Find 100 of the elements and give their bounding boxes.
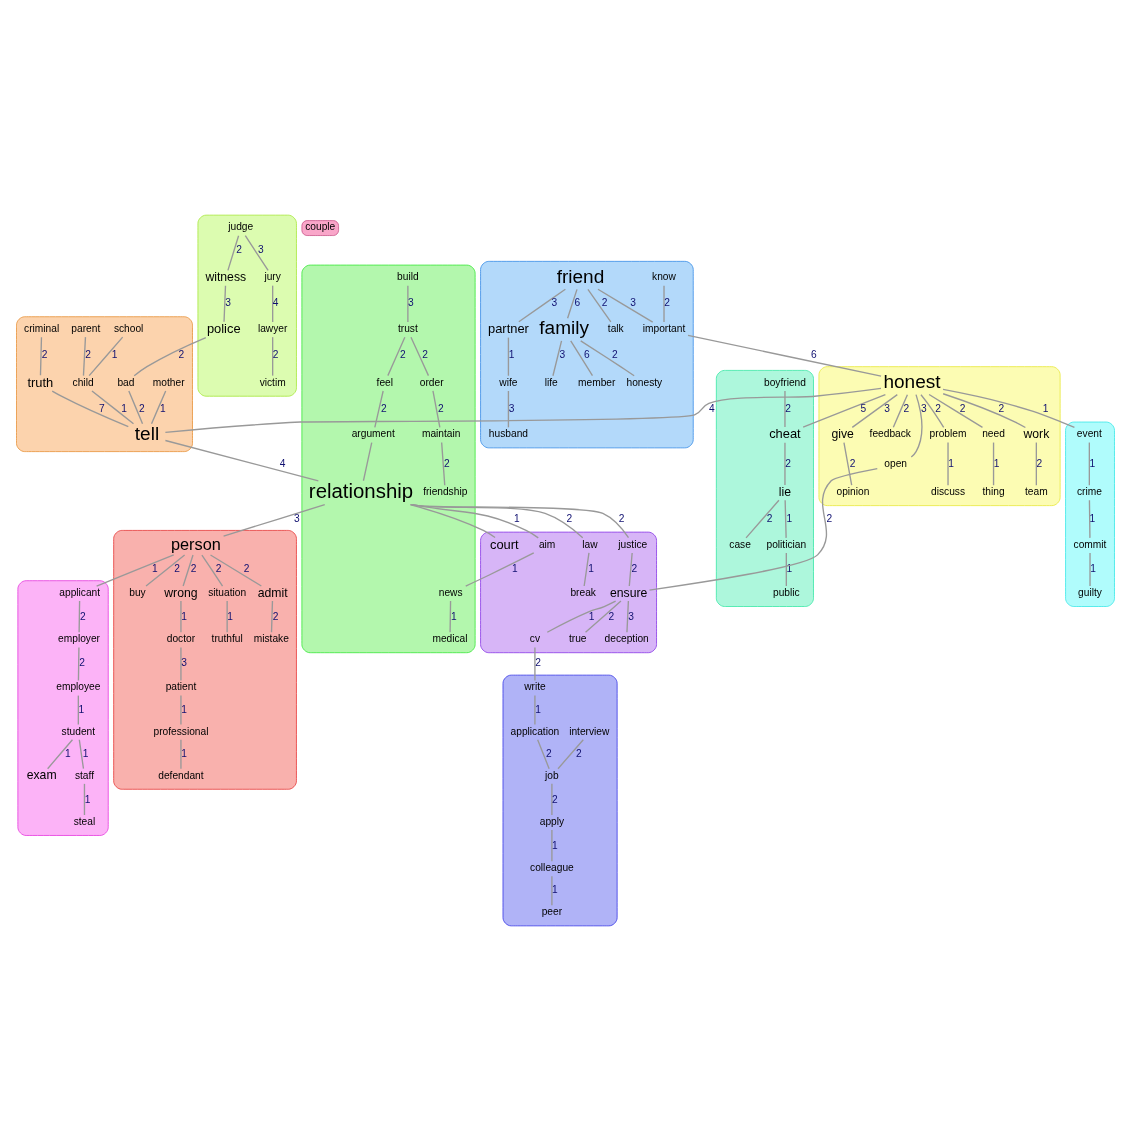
connector — [133, 336, 207, 376]
edge-label: 3 — [884, 402, 891, 414]
edge-label: 2 — [79, 656, 85, 668]
node-text: defendant — [158, 769, 204, 781]
edge-label: 2 — [618, 512, 625, 524]
connector — [180, 599, 182, 633]
node-text: jury — [264, 270, 281, 282]
connector — [843, 441, 853, 486]
connector — [551, 782, 553, 816]
connector — [83, 782, 86, 816]
node-box: couple — [301, 219, 339, 236]
node-text: doctor — [166, 632, 196, 644]
edge-label: 2 — [85, 348, 92, 360]
edge-label: 2 — [174, 562, 181, 574]
connector — [51, 390, 129, 427]
node-text: aim — [538, 538, 556, 550]
connector — [78, 738, 85, 769]
node-text: open — [884, 457, 908, 469]
edge-label: 4 — [272, 296, 279, 308]
cluster — [197, 214, 297, 397]
connector — [1088, 441, 1091, 486]
node-text: situation — [208, 586, 247, 598]
connector — [587, 288, 612, 323]
connector — [992, 441, 995, 486]
node-text: guilty — [1078, 586, 1102, 598]
edge-label: 1 — [1090, 562, 1096, 574]
connector — [441, 441, 446, 486]
edge-label: 2 — [178, 348, 185, 360]
edge-label: 1 — [151, 562, 158, 574]
connector — [46, 738, 74, 769]
node-text: honesty — [626, 376, 663, 388]
node-text: cv — [529, 632, 541, 644]
edge-label: 1 — [993, 457, 1000, 469]
node-text: admit — [257, 585, 288, 600]
node-text: parent — [71, 322, 101, 334]
node-text: applicant — [59, 586, 101, 598]
edge-label: 1 — [508, 348, 515, 360]
node-text: law — [582, 538, 598, 550]
node-text: apply — [539, 815, 565, 827]
edge-label: 1 — [948, 457, 954, 469]
node-text: bad — [117, 376, 135, 388]
connector — [410, 503, 584, 538]
connector — [78, 599, 81, 633]
edge-label: 1 — [786, 512, 793, 524]
connector — [77, 646, 80, 681]
connector — [648, 467, 878, 591]
edge-label: 1 — [552, 839, 558, 851]
connector — [164, 387, 882, 433]
node-text: exam — [26, 767, 57, 782]
edge-label: 3 — [551, 296, 558, 308]
node-text: member — [578, 376, 616, 388]
edge-label: 2 — [849, 457, 856, 469]
edge-label: 2 — [243, 562, 250, 574]
node-text: truth — [27, 374, 54, 390]
edge-label: 2 — [437, 402, 444, 414]
connector — [784, 441, 786, 486]
edge-label: 1 — [1089, 457, 1096, 469]
edge-label: 6 — [574, 296, 581, 308]
connector — [180, 694, 182, 725]
edge-label: 1 — [181, 747, 187, 759]
node-text: colleague — [530, 861, 574, 873]
edge-label: 1 — [84, 793, 91, 805]
node-text: boyfriend — [764, 376, 806, 388]
connector — [407, 284, 409, 323]
edge-label: 2 — [139, 402, 145, 414]
edge-label: 2 — [903, 402, 910, 414]
node-text: tell — [134, 422, 160, 444]
connector — [374, 389, 384, 428]
connector — [449, 599, 452, 633]
connector — [39, 336, 43, 376]
connector — [551, 828, 553, 862]
node-text: friendship — [423, 485, 468, 497]
node-text: criminal — [24, 322, 60, 334]
edge-label: 3 — [293, 512, 300, 524]
cluster — [301, 264, 476, 653]
connector — [465, 551, 535, 587]
node-text: buy — [129, 586, 146, 598]
edge-label: 1 — [82, 747, 89, 759]
connector — [745, 499, 780, 539]
edge-label: 1 — [588, 610, 595, 622]
node-text: employer — [58, 632, 100, 644]
connector — [507, 389, 510, 428]
edge-label: 2 — [190, 562, 197, 574]
connector — [164, 439, 320, 481]
edge-label: 4 — [709, 402, 715, 414]
node-text: maintain — [421, 427, 461, 439]
node-text: peer — [541, 905, 563, 917]
node-text: husband — [488, 427, 528, 439]
node-text: school — [113, 322, 144, 334]
node-text: application — [510, 725, 560, 737]
edge-label: 1 — [78, 703, 85, 714]
connector — [227, 234, 240, 271]
edge-label: 2 — [380, 402, 387, 414]
node-text: feel — [376, 376, 393, 388]
edge-label: 5 — [860, 402, 867, 414]
connector — [518, 288, 567, 322]
connector — [182, 553, 194, 587]
connector — [534, 694, 536, 725]
edge-label: 2 — [631, 562, 638, 574]
edge-label: 3 — [559, 348, 566, 360]
